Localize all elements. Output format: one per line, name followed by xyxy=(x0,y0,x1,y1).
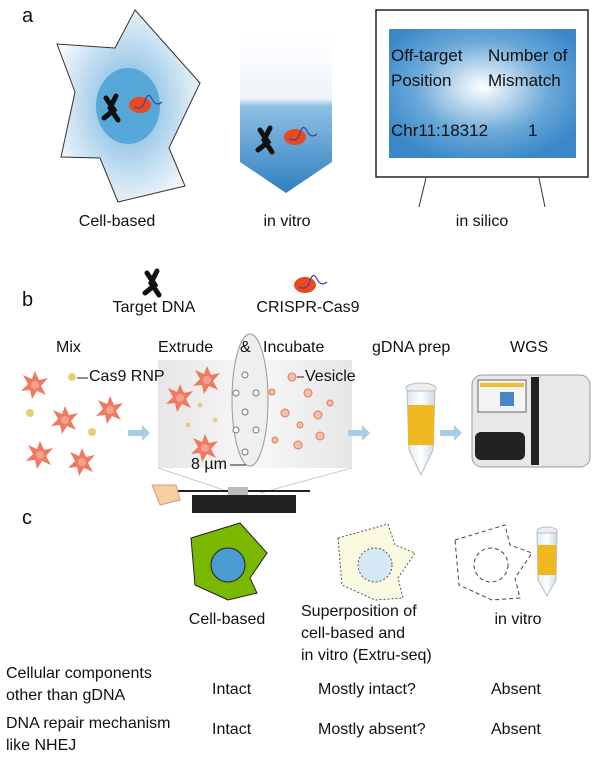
vesicle-label: Vesicle xyxy=(305,368,356,385)
step-extrude: Extrude xyxy=(158,339,214,356)
cell-based-illustration xyxy=(56,9,201,203)
computer-monitor-illustration xyxy=(375,9,589,208)
in-vitro-tube-illustration xyxy=(240,35,332,193)
cell-value: Absent xyxy=(491,681,541,698)
step-mix: Mix xyxy=(56,339,81,356)
mix-cells-illustration xyxy=(21,371,123,476)
step-wgs: WGS xyxy=(510,339,549,356)
screen-header-offtarget: Off-target xyxy=(391,46,463,65)
cell-value: Intact xyxy=(212,721,252,738)
in-vitro-label: in vitro xyxy=(263,213,311,230)
sequencer-illustration xyxy=(471,374,591,468)
cas9-rnp-label: Cas9 RNP xyxy=(89,368,165,385)
cell-value: Mostly absent? xyxy=(318,721,426,738)
process-arrows xyxy=(128,425,462,441)
syringe-extruder-illustration xyxy=(151,484,310,513)
crispr-cas9-legend-icon xyxy=(293,274,328,294)
column-superposition-line1: Superposition of xyxy=(301,603,417,620)
column-cell-based: Cell-based xyxy=(188,611,266,628)
row-cellular-components-line1: Cellular components xyxy=(6,665,152,682)
screen-header-mismatch: Mismatch xyxy=(488,71,561,90)
in-vitro-icon xyxy=(454,524,558,601)
screen-position-value: Chr11:18312 xyxy=(391,121,489,140)
cell-value: Absent xyxy=(491,721,541,738)
superposition-icon xyxy=(337,523,416,601)
cell-value: Mostly intact? xyxy=(318,681,416,698)
screen-header-number: Number of xyxy=(488,46,568,65)
pore-size-label: 8 µm xyxy=(191,456,227,473)
gdna-tube-illustration xyxy=(405,382,437,477)
step-ampersand: & xyxy=(240,339,251,356)
cell-value: Intact xyxy=(212,681,252,698)
in-silico-label: in silico xyxy=(455,213,509,230)
legend-target-dna: Target DNA xyxy=(112,299,196,316)
step-incubate: Incubate xyxy=(263,339,325,356)
panel-b-label: b xyxy=(22,289,34,311)
cell-based-icon xyxy=(190,522,268,601)
extrusion-chamber-illustration xyxy=(157,333,353,494)
panel-a-label: a xyxy=(22,5,34,27)
screen-header-position: Position xyxy=(391,71,452,90)
panel-c-label: c xyxy=(22,507,32,529)
screen-mismatch-value: 1 xyxy=(528,121,538,140)
target-dna-legend-icon xyxy=(145,271,159,295)
row-dna-repair-line1: DNA repair mechanism xyxy=(6,715,171,732)
column-in-vitro: in vitro xyxy=(494,611,542,628)
step-gdna-prep: gDNA prep xyxy=(372,339,451,356)
cell-based-label: Cell-based xyxy=(78,213,156,230)
legend-crispr-cas9: CRISPR-Cas9 xyxy=(256,299,360,316)
row-cellular-components-line2: other than gDNA xyxy=(6,687,126,704)
column-superposition-line3: in vitro (Extru-seq) xyxy=(301,647,432,664)
column-superposition-line2: cell-based and xyxy=(301,625,406,642)
row-dna-repair-line2: like NHEJ xyxy=(6,737,77,754)
